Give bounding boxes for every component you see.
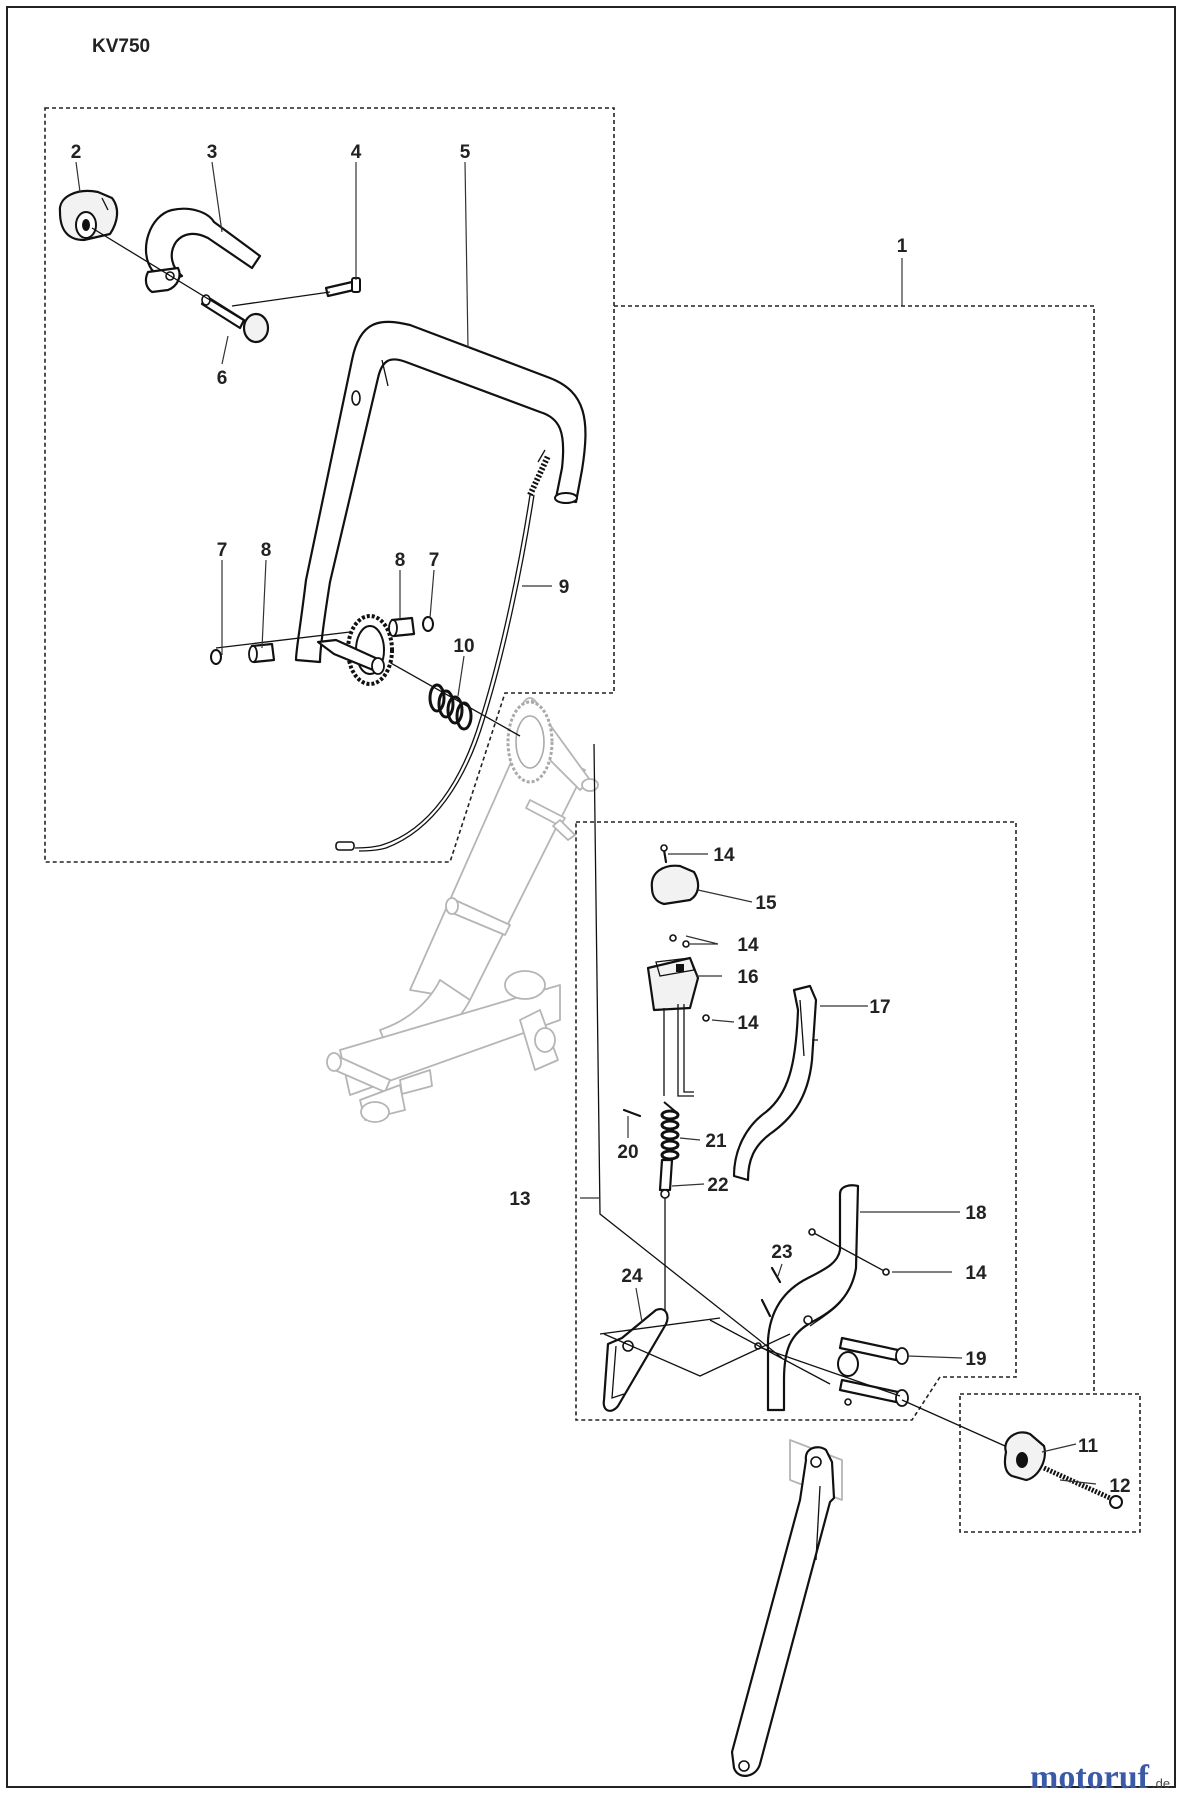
part-11-knob — [1003, 1431, 1046, 1482]
part-24-plate — [599, 1308, 721, 1412]
callout-14-right: 14 — [965, 1263, 987, 1284]
part-16-housing — [646, 956, 700, 1012]
part-14-screw-top — [660, 844, 668, 864]
part-14-screw-lower — [702, 1014, 710, 1022]
group-box-lever — [575, 821, 1017, 1421]
callout-8-right: 8 — [395, 550, 406, 571]
callout-labels: 1 2 3 4 5 6 7 8 8 7 9 10 11 12 13 14 15 … — [71, 142, 1131, 1497]
handle-sprocket — [316, 614, 394, 686]
long-bar — [730, 1439, 843, 1777]
part-8-fitting-right — [388, 616, 416, 638]
axis-line-2-6 — [91, 227, 247, 323]
part-14-screw-right — [808, 1228, 890, 1276]
part-18-bracket — [766, 1184, 860, 1412]
part-23-pin — [760, 1266, 782, 1318]
callout-9: 9 — [559, 577, 570, 598]
callout-11: 11 — [1078, 1436, 1099, 1457]
axis-line-4 — [231, 291, 331, 307]
callout-6: 6 — [217, 368, 228, 389]
callout-10: 10 — [453, 636, 474, 657]
part-4-screw — [324, 277, 361, 298]
part-3-hook — [144, 207, 262, 294]
callout-21: 21 — [705, 1131, 727, 1152]
drawing-border — [6, 6, 1176, 1788]
part-6-pin — [200, 294, 270, 344]
part-12-bolt — [1042, 1465, 1123, 1509]
part-5-handle-bar — [294, 320, 587, 664]
callout-2: 2 — [71, 142, 82, 163]
callout-17: 17 — [869, 997, 890, 1018]
part-10-spring — [428, 683, 473, 731]
knob-axis-line — [901, 1399, 1015, 1451]
callout-7-right: 7 — [429, 550, 440, 571]
callout-1: 1 — [897, 236, 908, 257]
part-7-ring-right — [422, 616, 434, 632]
part-22-rod-end — [658, 1158, 674, 1318]
callout-14-lower: 14 — [737, 1013, 759, 1034]
part-17-curved-lever — [732, 984, 818, 1182]
callout-4: 4 — [351, 142, 362, 163]
callout-15: 15 — [755, 893, 777, 914]
watermark-logo: motoruf .de — [1030, 1759, 1170, 1796]
callout-12: 12 — [1109, 1476, 1130, 1497]
part-21-spring — [660, 1101, 680, 1161]
part-19-bolts — [754, 1336, 909, 1407]
callout-23: 23 — [771, 1242, 792, 1263]
part-15-knob-cap — [650, 864, 700, 906]
callout-3: 3 — [207, 142, 218, 163]
callout-20: 20 — [617, 1142, 638, 1163]
callout-7-left: 7 — [217, 540, 228, 561]
part-20-pin — [622, 1108, 642, 1118]
group-box-assembly-1 — [614, 305, 1095, 1394]
group-box-handle — [44, 107, 615, 863]
watermark-text: motoruf — [1030, 1759, 1150, 1796]
callout-5: 5 — [460, 142, 471, 163]
part-14-screws-mid — [669, 934, 719, 948]
callout-22: 22 — [707, 1175, 728, 1196]
callout-16: 16 — [737, 967, 758, 988]
model-title: KV750 — [92, 36, 150, 57]
callout-18: 18 — [965, 1203, 986, 1224]
leader-lines — [75, 161, 1097, 1485]
callout-19: 19 — [965, 1349, 986, 1370]
group-box-knob — [959, 1393, 1141, 1533]
ghost-frame — [326, 697, 599, 1123]
ghost-sprocket — [506, 700, 554, 784]
callout-14-top: 14 — [713, 845, 735, 866]
part-9-cable — [335, 449, 551, 852]
part-2-cap — [58, 189, 119, 242]
part-7-ring-left — [210, 649, 222, 665]
callout-14-mid: 14 — [737, 935, 759, 956]
callout-13: 13 — [509, 1189, 530, 1210]
lever-rod — [663, 1004, 694, 1097]
part-8-fitting-left — [248, 642, 276, 664]
lever-axis-lines — [593, 743, 831, 1385]
callout-8-left: 8 — [261, 540, 272, 561]
watermark-suffix: .de — [1152, 1776, 1170, 1791]
callout-24: 24 — [621, 1266, 643, 1287]
